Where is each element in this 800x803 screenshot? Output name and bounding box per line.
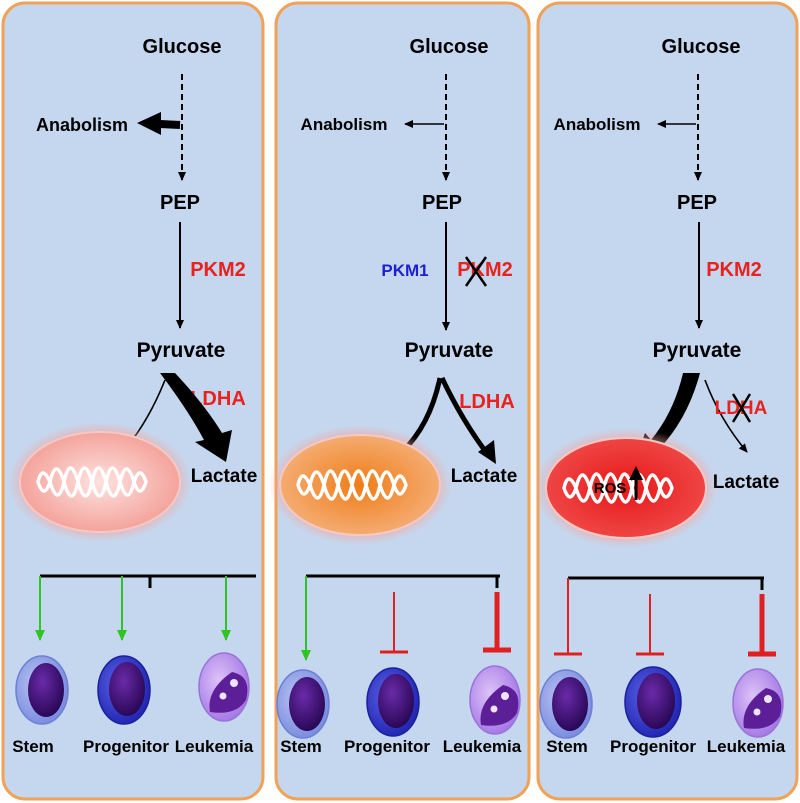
anabolism-arrow — [159, 120, 181, 129]
lactate-label: Lactate — [191, 466, 258, 487]
ros-increase-arrow — [629, 466, 643, 500]
pep-label: PEP — [422, 192, 462, 214]
progenitor-cell — [97, 655, 151, 725]
progenitor-label: Progenitor — [83, 737, 169, 756]
panel-1: Glucose Anabolism PEP PKM2 Pyruvate LDHA… — [1, 1, 265, 801]
glucose-label: Glucose — [662, 36, 741, 58]
pkm2-label: PKM2 — [190, 259, 246, 281]
stem-cell — [539, 669, 593, 739]
anabolism-arrowhead — [137, 112, 161, 135]
pyruvate-lactate-arrow — [160, 373, 232, 462]
panel-2-frame — [274, 1, 531, 801]
ldha-knockout-cross — [731, 393, 752, 423]
glucose-label: Glucose — [143, 36, 222, 58]
branch-connector — [568, 576, 764, 590]
stem-label: Stem — [546, 737, 588, 756]
progenitor-cell — [366, 667, 420, 737]
leukemia-label: Leukemia — [707, 737, 786, 756]
branch-connector — [306, 574, 500, 588]
anabolism-label: Anabolism — [36, 115, 128, 135]
progenitor-label: Progenitor — [344, 737, 430, 756]
progenitor-label: Progenitor — [610, 737, 696, 756]
stem-label: Stem — [12, 737, 54, 756]
stem-label: Stem — [280, 737, 322, 756]
ros-label: ROS — [594, 480, 627, 497]
branch-connector — [40, 574, 256, 588]
leukemia-cell — [469, 665, 521, 735]
progenitor-cell — [624, 666, 682, 738]
leukemia-cell — [732, 668, 784, 738]
ldha-label: LDHA — [459, 391, 515, 413]
pep-label: PEP — [160, 192, 200, 214]
pkm2-label: PKM2 — [457, 259, 513, 281]
ldha-label: LDHA — [190, 388, 246, 410]
pep-label: PEP — [677, 192, 717, 214]
panel-1-frame — [1, 1, 265, 801]
leukemia-label: Leukemia — [175, 737, 254, 756]
pyruvate-label: Pyruvate — [653, 339, 742, 362]
leukemia-inhibit — [483, 592, 511, 653]
pkm2-knockout-cross — [464, 256, 488, 287]
pyruvate-label: Pyruvate — [405, 339, 494, 362]
panel-3: Glucose Anabolism PEP PKM2 Pyruvate LDHA… — [534, 1, 799, 801]
pkm1-label: PKM1 — [381, 261, 428, 280]
panel-3-frame — [536, 1, 799, 801]
mitochondrion — [268, 425, 452, 545]
mitochondrion — [8, 422, 192, 542]
stem-inhibit — [554, 578, 582, 656]
progenitor-inhibit — [380, 592, 408, 654]
leukemia-cell — [198, 652, 250, 722]
pyruvate-lactate-arrowhead — [478, 440, 496, 464]
pyruvate-lactate-arrow — [439, 376, 489, 454]
stem-cell — [276, 669, 330, 739]
stem-cell — [15, 655, 69, 725]
panel-2: Glucose Anabolism PEP PKM1 PKM2 Pyruvate… — [268, 1, 531, 801]
leukemia-inhibit — [748, 594, 776, 657]
lactate-label: Lactate — [451, 466, 518, 487]
lactate-label: Lactate — [713, 472, 780, 493]
glucose-label: Glucose — [410, 36, 489, 58]
pyruvate-lactate-arrow — [704, 379, 748, 453]
anabolism-label: Anabolism — [554, 115, 641, 134]
progenitor-inhibit — [636, 594, 664, 656]
pkm2-label: PKM2 — [706, 259, 762, 281]
anabolism-label: Anabolism — [301, 115, 388, 134]
pyruvate-label: Pyruvate — [137, 339, 226, 362]
leukemia-label: Leukemia — [443, 737, 522, 756]
mitochondrion — [534, 428, 718, 548]
